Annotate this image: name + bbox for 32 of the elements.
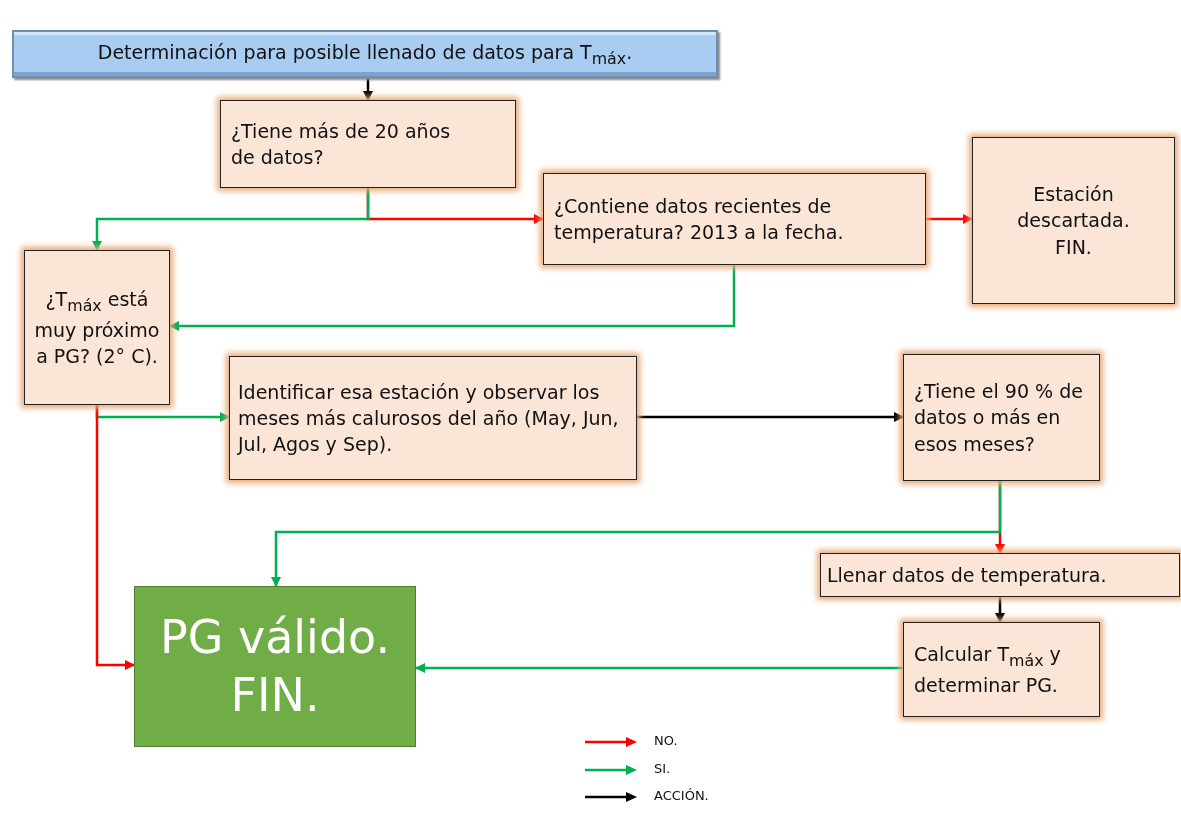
process-box	[820, 553, 1180, 597]
process-box	[220, 100, 516, 188]
process-box	[543, 173, 926, 265]
process-box	[903, 354, 1100, 481]
node-text: ¿Tiene el 90 % de datos o más en esos meses?	[914, 379, 1084, 457]
node-text: ¿Tiene más de 20 años de datos?	[231, 118, 452, 170]
node-text: ¿T$_{máx}$ está muy próximo a PG? (2° C).	[33, 286, 161, 369]
arrow	[637, 412, 904, 422]
title-box	[12, 30, 718, 78]
node-text: Estación descartada. FIN.	[1016, 182, 1131, 260]
arrow	[363, 78, 373, 101]
legend-label: NO.	[654, 733, 678, 748]
process-box	[229, 356, 637, 480]
arrow	[415, 663, 903, 673]
process-box	[972, 137, 1175, 304]
node-text: Determinación para posible llenado de datos para T$_{máx}$.	[96, 39, 634, 70]
arrow	[271, 481, 1002, 587]
node-text: ¿Contiene datos recientes de temperatura? 2013 a la fecha.	[554, 193, 845, 245]
process-box	[903, 622, 1100, 717]
node-text: PG válido. FIN.	[158, 609, 392, 724]
node-text: Llenar datos de temperatura.	[827, 562, 1108, 588]
arrow	[926, 214, 973, 224]
legend-label: ACCIÓN.	[654, 788, 709, 803]
arrow	[995, 597, 1005, 623]
end-box	[134, 586, 416, 747]
arrow	[169, 265, 736, 331]
arrow	[92, 188, 370, 251]
process-box	[24, 250, 170, 405]
legend-label: SI.	[654, 760, 671, 776]
node-text: Identificar esa estación y observar los meses más calurosos del año (May, Jun, Jul, Agos y Sep).	[238, 379, 620, 458]
arrow	[95, 405, 135, 670]
node-text: Calcular T$_{máx}$ y determinar PG.	[914, 642, 1062, 698]
